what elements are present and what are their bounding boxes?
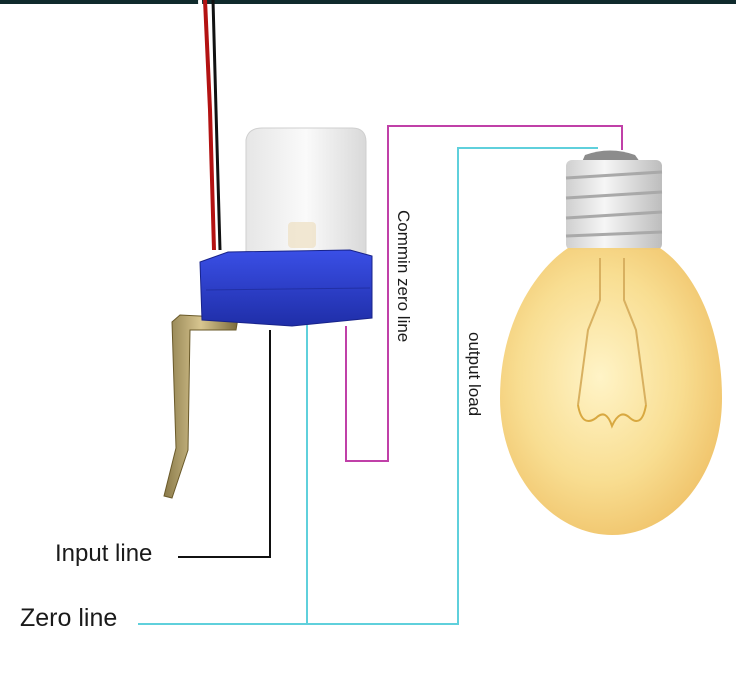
input-line-wire [178,330,271,558]
output-load-label: output load [465,332,484,417]
input-line-label: Input line [55,540,153,567]
common-zero-line-wire [345,125,623,462]
light-bulb [500,150,722,535]
zero-line-wire [138,147,598,625]
zero-line-label: Zero line [20,604,118,632]
mounting-bracket [163,314,239,499]
common-zero-line-label: Commin zero line [394,210,413,343]
photocell-sensor [199,127,373,327]
sensor-lead-wires [198,0,222,251]
top-bar [0,0,736,4]
